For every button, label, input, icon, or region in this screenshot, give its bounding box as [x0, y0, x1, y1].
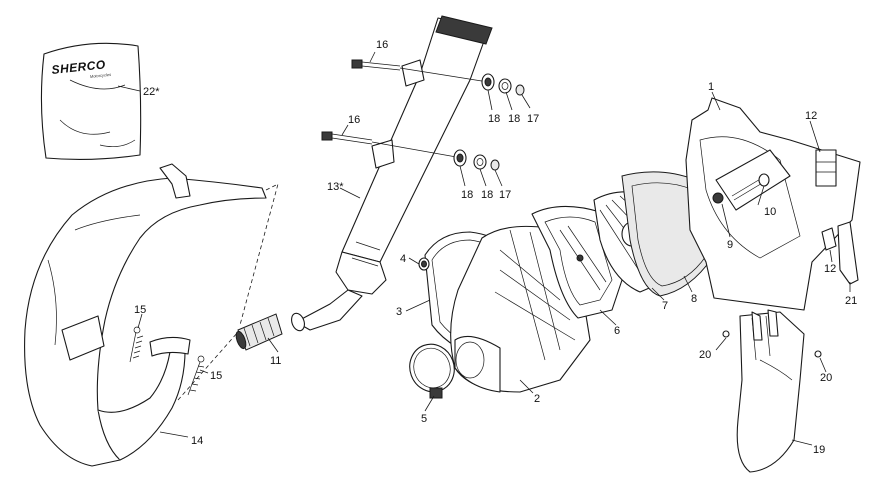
callout-10: 10: [764, 206, 776, 218]
leader-lines: [117, 51, 851, 446]
part-4-nut: [418, 257, 430, 271]
part-5-clamp: [409, 343, 455, 399]
part-11-coupling: [235, 313, 283, 351]
callout-5: 5: [421, 413, 427, 425]
part-14-expansion-chamber: [24, 163, 279, 467]
callout-labels: 22* 16 16 18 18 17 18 18 17 13* 4 3 5 2 …: [134, 39, 857, 456]
part-1-airbox: [685, 97, 861, 311]
callout-13: 13*: [327, 181, 344, 193]
callout-11: 11: [270, 355, 281, 367]
callout-18-a: 18: [488, 113, 500, 125]
sherco-logo: SHERCO: [51, 57, 107, 77]
part-12-fastener: [821, 227, 837, 251]
part-17-18-hardware: [453, 73, 525, 171]
part-20-screws: [722, 330, 822, 358]
callout-1: 1: [708, 81, 714, 93]
callout-16-bottom: 16: [348, 114, 360, 126]
callout-18-c: 18: [461, 189, 473, 201]
part-22-cover: SHERCO Motorcycles: [40, 42, 142, 160]
part-19-duct: [736, 309, 805, 473]
callout-2: 2: [534, 393, 540, 405]
callout-15-left: 15: [134, 304, 146, 316]
callout-9: 9: [727, 239, 733, 251]
callout-19: 19: [813, 444, 825, 456]
callout-18-d: 18: [481, 189, 493, 201]
callout-8: 8: [691, 293, 697, 305]
callout-12-top: 12: [805, 110, 817, 122]
callout-6: 6: [614, 325, 620, 337]
callout-15-right: 15: [210, 370, 222, 382]
callout-12-bottom: 12: [824, 263, 836, 275]
callout-16-top: 16: [376, 39, 388, 51]
logo-subtitle: Motorcycles: [90, 72, 112, 79]
callout-18-b: 18: [508, 113, 520, 125]
callout-17-bottom: 17: [499, 189, 511, 201]
callout-14: 14: [191, 435, 203, 447]
callout-3: 3: [396, 306, 402, 318]
callout-21: 21: [845, 295, 857, 307]
callout-22: 22*: [143, 86, 160, 98]
part-16-bolts: [321, 59, 489, 159]
callout-17-top: 17: [527, 113, 539, 125]
callout-4: 4: [400, 253, 406, 265]
callout-7: 7: [662, 300, 668, 312]
callout-20-right: 20: [820, 372, 832, 384]
callout-20-left: 20: [699, 349, 711, 361]
part-13-silencer: [291, 15, 493, 332]
part-21-strap: [837, 221, 859, 285]
part-15-springs: [129, 326, 205, 396]
